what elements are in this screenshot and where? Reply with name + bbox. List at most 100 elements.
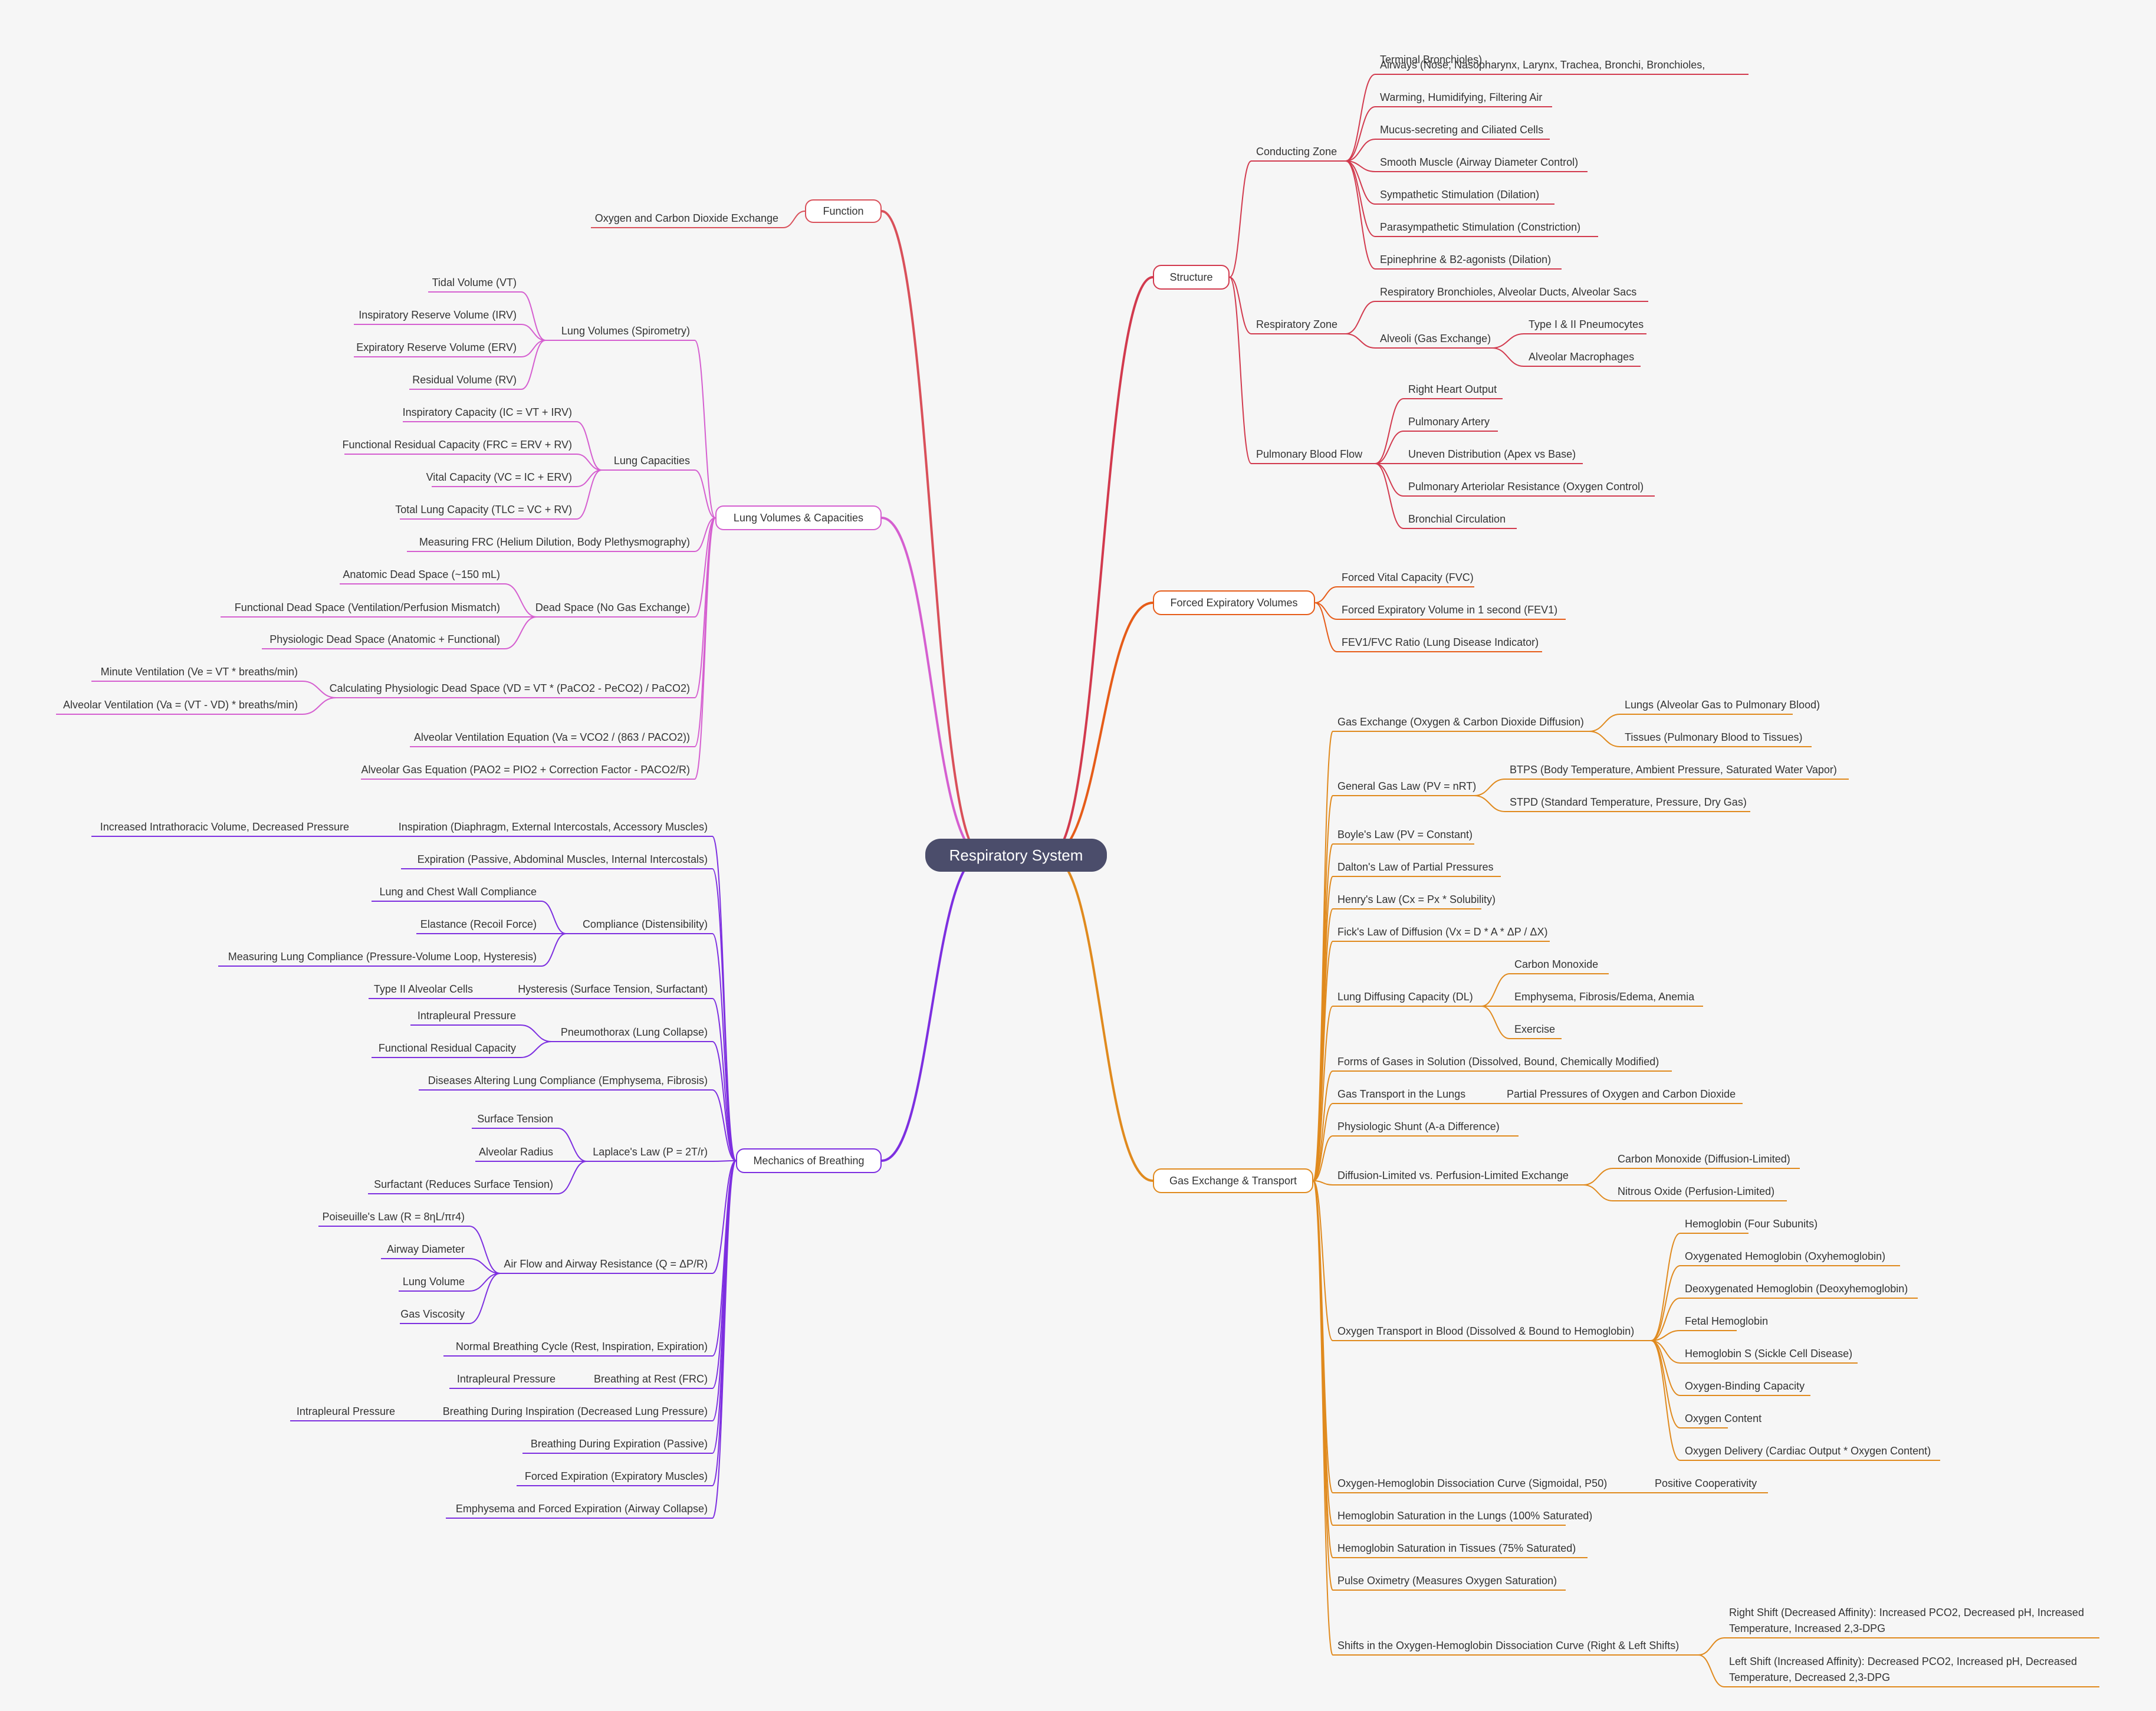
topic-label[interactable]: Respiratory Bronchioles, Alveolar Ducts,… bbox=[1380, 286, 1637, 298]
topic-label[interactable]: Intrapleural Pressure bbox=[417, 1010, 516, 1022]
topic-label[interactable]: Physiologic Shunt (A-a Difference) bbox=[1337, 1121, 1500, 1132]
topic-label[interactable]: Functional Dead Space (Ventilation/Perfu… bbox=[234, 602, 500, 613]
topic-label[interactable]: Poiseuille's Law (R = 8ηL/πr4) bbox=[322, 1211, 465, 1223]
subtopic[interactable]: Compliance (Distensibility) bbox=[582, 918, 708, 930]
topic-label[interactable]: Inspiratory Reserve Volume (IRV) bbox=[359, 309, 517, 321]
subtopic[interactable]: Laplace's Law (P = 2T/r) bbox=[593, 1146, 708, 1158]
topic-label[interactable]: Sympathetic Stimulation (Dilation) bbox=[1380, 189, 1540, 201]
topic-label[interactable]: Lungs (Alveolar Gas to Pulmonary Blood) bbox=[1625, 699, 1820, 711]
topic-label[interactable]: Alveolar Ventilation (Va = (VT - VD) * b… bbox=[63, 699, 298, 711]
topic-label[interactable]: Henry's Law (Cx = Px * Solubility) bbox=[1337, 894, 1496, 905]
topic-label[interactable]: Oxygen and Carbon Dioxide Exchange bbox=[594, 212, 778, 224]
topic-label[interactable]: Breathing During Expiration (Passive) bbox=[530, 1438, 708, 1450]
topic-label[interactable]: Minute Ventilation (Ve = VT * breaths/mi… bbox=[100, 666, 298, 678]
subtopic[interactable]: Respiratory Zone bbox=[1256, 318, 1338, 330]
subtopic[interactable]: Hysteresis (Surface Tension, Surfactant) bbox=[518, 983, 708, 995]
topic-label[interactable]: Physiologic Dead Space (Anatomic + Funct… bbox=[270, 633, 500, 645]
topic-label[interactable]: Tissues (Pulmonary Blood to Tissues) bbox=[1625, 731, 1803, 743]
topic-label[interactable]: Terminal Bronchioles) bbox=[1380, 54, 1483, 65]
subtopic[interactable]: Breathing During Inspiration (Decreased … bbox=[442, 1405, 708, 1417]
topic-label[interactable]: Temperature, Decreased 2,3-DPG bbox=[1729, 1671, 1891, 1683]
subtopic[interactable]: Alveoli (Gas Exchange) bbox=[1380, 333, 1491, 344]
topic-label[interactable]: Oxygen Content bbox=[1685, 1413, 1762, 1424]
branch-function[interactable]: Function bbox=[805, 199, 882, 223]
topic-label[interactable]: Fick's Law of Diffusion (Vx = D * A * ΔP… bbox=[1337, 926, 1548, 938]
topic-label[interactable]: Alveolar Macrophages bbox=[1529, 351, 1635, 363]
subtopic[interactable]: Lung Capacities bbox=[613, 455, 690, 467]
topic-label[interactable]: Epinephrine & B2-agonists (Dilation) bbox=[1380, 254, 1552, 265]
topic-label[interactable]: Total Lung Capacity (TLC = VC + RV) bbox=[395, 504, 572, 515]
subtopic[interactable]: Lung Diffusing Capacity (DL) bbox=[1337, 991, 1473, 1003]
topic-label[interactable]: Hemoglobin (Four Subunits) bbox=[1685, 1218, 1818, 1230]
subtopic[interactable]: Conducting Zone bbox=[1256, 146, 1337, 157]
subtopic[interactable]: Pneumothorax (Lung Collapse) bbox=[560, 1026, 708, 1038]
topic-label[interactable]: Fetal Hemoglobin bbox=[1685, 1315, 1769, 1327]
topic-label[interactable]: Bronchial Circulation bbox=[1408, 513, 1506, 525]
topic-label[interactable]: Oxygenated Hemoglobin (Oxyhemoglobin) bbox=[1685, 1250, 1886, 1262]
topic-label[interactable]: Airway Diameter bbox=[386, 1243, 465, 1255]
topic-label[interactable]: Oxygen Delivery (Cardiac Output * Oxygen… bbox=[1685, 1445, 1931, 1457]
topic-label[interactable]: Right Heart Output bbox=[1408, 383, 1497, 395]
topic-label[interactable]: Intrapleural Pressure bbox=[296, 1405, 395, 1417]
topic-label[interactable]: Exercise bbox=[1514, 1023, 1556, 1035]
topic-label[interactable]: Oxygen-Binding Capacity bbox=[1685, 1380, 1805, 1392]
topic-label[interactable]: Warming, Humidifying, Filtering Air bbox=[1380, 91, 1543, 103]
topic-label[interactable]: Expiratory Reserve Volume (ERV) bbox=[356, 341, 517, 353]
topic-label[interactable]: Forms of Gases in Solution (Dissolved, B… bbox=[1337, 1056, 1659, 1068]
subtopic[interactable]: Calculating Physiologic Dead Space (VD =… bbox=[329, 682, 690, 694]
topic-label[interactable]: Alveolar Ventilation Equation (Va = VCO2… bbox=[413, 731, 690, 743]
topic-label[interactable]: Surfactant (Reduces Surface Tension) bbox=[374, 1178, 553, 1190]
branch-structure[interactable]: Structure bbox=[1153, 265, 1230, 290]
subtopic[interactable]: Shifts in the Oxygen-Hemoglobin Dissocia… bbox=[1337, 1640, 1680, 1651]
topic-label[interactable]: Carbon Monoxide bbox=[1514, 958, 1599, 970]
topic-label[interactable]: Expiration (Passive, Abdominal Muscles, … bbox=[417, 853, 708, 865]
topic-label[interactable]: Forced Expiratory Volume in 1 second (FE… bbox=[1342, 604, 1558, 616]
topic-label[interactable]: Vital Capacity (VC = IC + ERV) bbox=[426, 471, 572, 483]
topic-label[interactable]: Left Shift (Increased Affinity): Decreas… bbox=[1729, 1656, 2077, 1667]
topic-label[interactable]: Measuring FRC (Helium Dilution, Body Ple… bbox=[419, 536, 690, 548]
topic-label[interactable]: Functional Residual Capacity (FRC = ERV … bbox=[342, 439, 573, 451]
topic-label[interactable]: Lung Volume bbox=[402, 1276, 465, 1288]
topic-label[interactable]: Elastance (Recoil Force) bbox=[420, 918, 537, 930]
topic-label[interactable]: Alveolar Gas Equation (PAO2 = PIO2 + Cor… bbox=[361, 764, 690, 776]
topic-label[interactable]: Emphysema and Forced Expiration (Airway … bbox=[455, 1503, 708, 1515]
subtopic[interactable]: Air Flow and Airway Resistance (Q = ΔP/R… bbox=[504, 1258, 708, 1270]
topic-label[interactable]: Emphysema, Fibrosis/Edema, Anemia bbox=[1514, 991, 1695, 1003]
topic-label[interactable]: Smooth Muscle (Airway Diameter Control) bbox=[1380, 156, 1579, 168]
topic-label[interactable]: Deoxygenated Hemoglobin (Deoxyhemoglobin… bbox=[1685, 1283, 1908, 1295]
topic-label[interactable]: Tidal Volume (VT) bbox=[432, 277, 517, 288]
subtopic[interactable]: Gas Transport in the Lungs bbox=[1337, 1088, 1466, 1100]
topic-label[interactable]: Boyle's Law (PV = Constant) bbox=[1337, 829, 1473, 840]
topic-label[interactable]: Nitrous Oxide (Perfusion-Limited) bbox=[1618, 1185, 1775, 1197]
topic-label[interactable]: Gas Viscosity bbox=[400, 1308, 465, 1320]
topic-label[interactable]: Mucus-secreting and Ciliated Cells bbox=[1380, 124, 1544, 136]
topic-label[interactable]: Alveolar Radius bbox=[478, 1146, 553, 1158]
topic-label[interactable]: Diseases Altering Lung Compliance (Emphy… bbox=[428, 1075, 708, 1086]
topic-label[interactable]: Intrapleural Pressure bbox=[456, 1373, 556, 1385]
topic-label[interactable]: BTPS (Body Temperature, Ambient Pressure… bbox=[1510, 764, 1837, 776]
branch-lung-volumes[interactable]: Lung Volumes & Capacities bbox=[715, 505, 882, 530]
topic-label[interactable]: Normal Breathing Cycle (Rest, Inspiratio… bbox=[455, 1341, 708, 1352]
branch-forced-expiratory[interactable]: Forced Expiratory Volumes bbox=[1153, 590, 1315, 615]
topic-label[interactable]: Right Shift (Decreased Affinity): Increa… bbox=[1729, 1607, 2084, 1618]
topic-label[interactable]: Partial Pressures of Oxygen and Carbon D… bbox=[1507, 1088, 1736, 1100]
topic-label[interactable]: Hemoglobin Saturation in the Lungs (100%… bbox=[1337, 1510, 1593, 1522]
subtopic[interactable]: Diffusion-Limited vs. Perfusion-Limited … bbox=[1337, 1170, 1569, 1181]
topic-label[interactable]: STPD (Standard Temperature, Pressure, Dr… bbox=[1510, 796, 1747, 808]
root-topic[interactable]: Respiratory System bbox=[925, 839, 1107, 872]
topic-label[interactable]: Pulse Oximetry (Measures Oxygen Saturati… bbox=[1337, 1575, 1557, 1587]
topic-label[interactable]: Lung and Chest Wall Compliance bbox=[379, 886, 537, 898]
topic-label[interactable]: Pulmonary Artery bbox=[1408, 416, 1490, 428]
topic-label[interactable]: Carbon Monoxide (Diffusion-Limited) bbox=[1618, 1153, 1790, 1165]
topic-label[interactable]: Type I & II Pneumocytes bbox=[1529, 318, 1644, 330]
topic-label[interactable]: Uneven Distribution (Apex vs Base) bbox=[1408, 448, 1576, 460]
subtopic[interactable]: Inspiration (Diaphragm, External Interco… bbox=[398, 821, 708, 833]
subtopic[interactable]: Dead Space (No Gas Exchange) bbox=[535, 602, 690, 613]
topic-label[interactable]: Anatomic Dead Space (~150 mL) bbox=[343, 569, 500, 580]
topic-label[interactable]: Measuring Lung Compliance (Pressure-Volu… bbox=[228, 951, 537, 963]
subtopic[interactable]: Oxygen-Hemoglobin Dissociation Curve (Si… bbox=[1337, 1477, 1608, 1489]
subtopic[interactable]: Breathing at Rest (FRC) bbox=[593, 1373, 708, 1385]
topic-label[interactable]: Hemoglobin Saturation in Tissues (75% Sa… bbox=[1337, 1542, 1576, 1554]
topic-label[interactable]: Positive Cooperativity bbox=[1655, 1477, 1757, 1489]
subtopic[interactable]: Lung Volumes (Spirometry) bbox=[561, 325, 690, 337]
